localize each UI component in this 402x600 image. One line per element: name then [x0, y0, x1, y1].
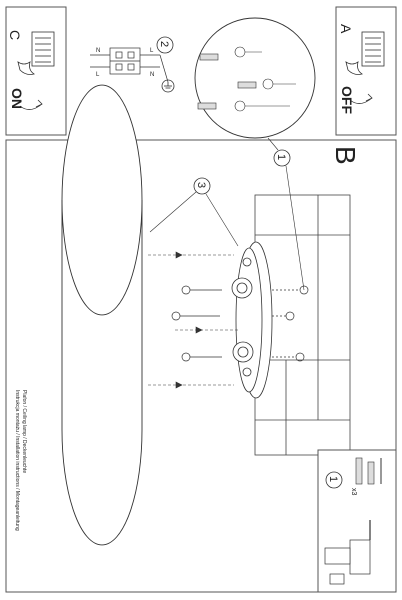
ground-icon: [161, 79, 175, 93]
panel-c-state: ON: [9, 88, 25, 109]
panel-c: C ON: [5, 6, 67, 136]
ceiling-screw-icon: [171, 285, 309, 362]
drill-icon: [324, 520, 371, 585]
wire-label-3: L: [150, 48, 154, 54]
wire-label-1: N: [96, 48, 100, 54]
anchor-screw-icon: [355, 457, 382, 485]
caption-line-2: Plafon / Ceiling lamp / Deckenleuchte: [21, 390, 27, 473]
wire-label-4: N: [150, 72, 154, 78]
terminal-block-icon: [90, 47, 169, 83]
wall-plug-icon: [197, 53, 257, 110]
assembly-arrows: [148, 251, 238, 389]
drill-panel: 1 x3: [317, 449, 397, 593]
wiring-step-number: 2: [158, 41, 170, 47]
wire-label-2: L: [96, 72, 100, 78]
panel-c-letter: C: [7, 30, 23, 40]
wiring-detail: 2 N L L N: [90, 36, 175, 93]
lampshade: [61, 84, 143, 546]
callout-step-3-number: 3: [195, 182, 207, 188]
caption-line-1: Instrukcja montażu / Installation instru…: [14, 390, 20, 531]
mounting-plate: [235, 241, 273, 399]
hardware-detail: [194, 17, 316, 139]
callout-step-3: 3: [149, 177, 239, 247]
panel-a: A OFF: [335, 6, 397, 136]
anchor-quantity: x3: [350, 488, 357, 496]
bulb-socket-icon: [231, 257, 254, 377]
switch-on-icon: [17, 31, 55, 110]
screw-icon: [234, 46, 296, 112]
callout-step-1: 1: [267, 137, 305, 291]
main-frame: [5, 139, 397, 593]
section-letter: B: [330, 146, 361, 165]
panel-a-letter: A: [338, 24, 354, 34]
ceiling-block: [254, 194, 351, 456]
switch-off-icon: [345, 31, 385, 104]
drill-step-number: 1: [327, 476, 339, 482]
callout-step-1-number: 1: [275, 154, 287, 160]
panel-a-state: OFF: [339, 86, 355, 114]
